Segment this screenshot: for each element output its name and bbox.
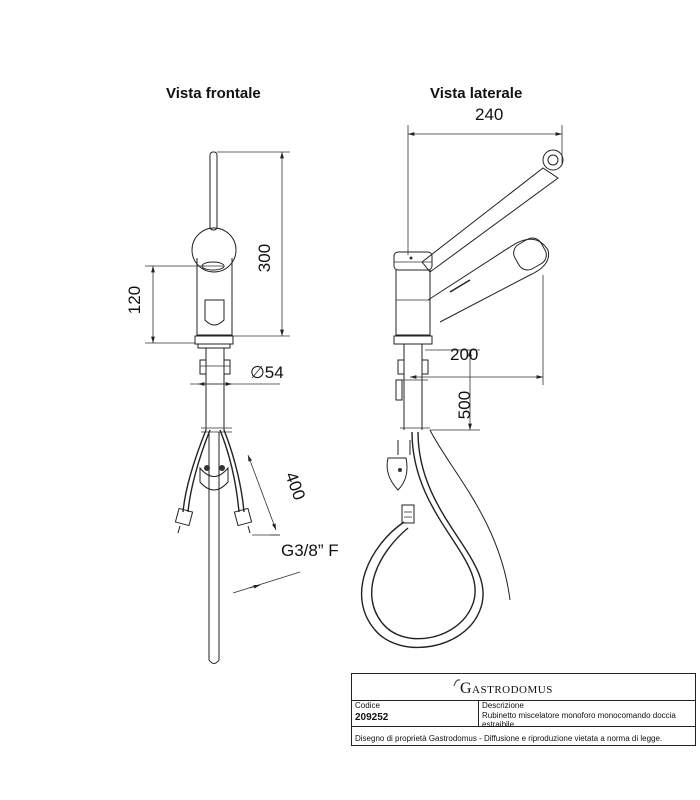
dim-spout-reach: 240 [475,105,503,124]
code-label: Codice [355,701,380,710]
dim-connector-length: 400 [281,470,309,503]
brand-logo: Gastrodomus [460,680,553,697]
side-view-dimensions [407,125,563,431]
front-view-faucet [174,151,253,664]
dim-body-height: 120 [125,286,144,314]
description-cell: Descrizione Rubinetto miscelatore monofo… [479,700,695,729]
description-label: Descrizione [482,701,524,710]
side-view-title: Vista laterale [430,85,523,102]
dim-spout-to-base: 200 [450,345,478,364]
side-view-faucet [360,149,564,649]
dim-hose-length: 500 [455,391,474,419]
code-cell: Codice 209252 [352,700,479,727]
brand-logo-icon [453,679,461,687]
ownership-notice: Disegno di proprietà Gastrodomus - Diffu… [355,734,663,743]
title-block: Gastrodomus Codice 209252 Descrizione Ru… [351,673,696,746]
front-view-title: Vista frontale [166,85,261,102]
description-value: Rubinetto miscelatore monoforo monocoman… [482,711,676,729]
front-view-dimensions [145,151,301,594]
code-value: 209252 [355,712,389,723]
dim-diameter: ∅54 [250,363,284,382]
dim-total-height: 300 [255,244,274,272]
title-block-logo-row: Gastrodomus [352,674,695,701]
dim-thread: G3/8” F [281,541,339,560]
